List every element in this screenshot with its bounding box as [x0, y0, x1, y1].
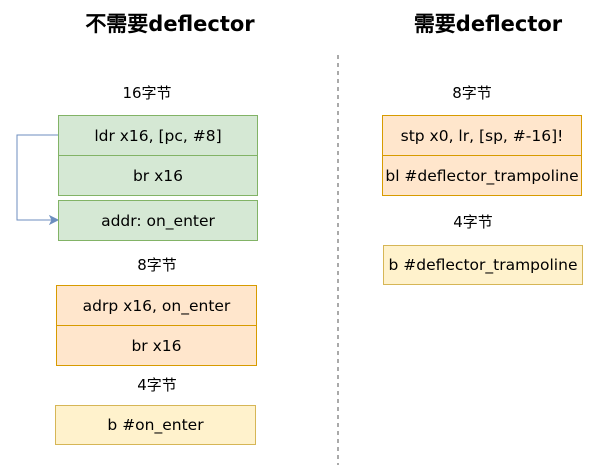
left-size-label-16: 16字节 [122, 84, 172, 102]
instr-text: addr: on_enter [101, 211, 215, 230]
right-size-label-4: 4字节 [453, 213, 493, 231]
instr-addr-on-enter: addr: on_enter [58, 200, 258, 241]
left-size-label-8: 8字节 [137, 256, 177, 274]
left-title: 不需要deflector [85, 12, 255, 36]
instr-text: br x16 [132, 166, 184, 185]
instr-text: stp x0, lr, [sp, #-16]! [400, 126, 564, 145]
instr-ldr-x16-pc: ldr x16, [pc, #8] [58, 115, 258, 156]
right-size-label-8: 8字节 [452, 84, 492, 102]
instr-bl-deflector: bl #deflector_trampoline [382, 155, 582, 196]
instr-text: br x16 [131, 336, 182, 355]
instr-text: adrp x16, on_enter [82, 296, 231, 315]
instr-b-on-enter: b #on_enter [55, 405, 256, 445]
instr-text: ldr x16, [pc, #8] [94, 126, 222, 145]
instr-br-x16-b: br x16 [56, 325, 257, 366]
instr-text: b #on_enter [107, 416, 204, 434]
addr-loop-arrowhead [48, 214, 60, 226]
right-title: 需要deflector [413, 12, 563, 36]
left-size-label-4: 4字节 [137, 376, 177, 394]
instr-text: b #deflector_trampoline [388, 256, 578, 274]
instr-b-deflector: b #deflector_trampoline [383, 245, 583, 285]
addr-loop-arrow [16, 134, 58, 221]
instr-stp-x0-lr: stp x0, lr, [sp, #-16]! [382, 115, 582, 156]
instr-adrp-x16: adrp x16, on_enter [56, 285, 257, 326]
instr-br-x16-a: br x16 [58, 155, 258, 196]
instr-text: bl #deflector_trampoline [385, 166, 579, 185]
